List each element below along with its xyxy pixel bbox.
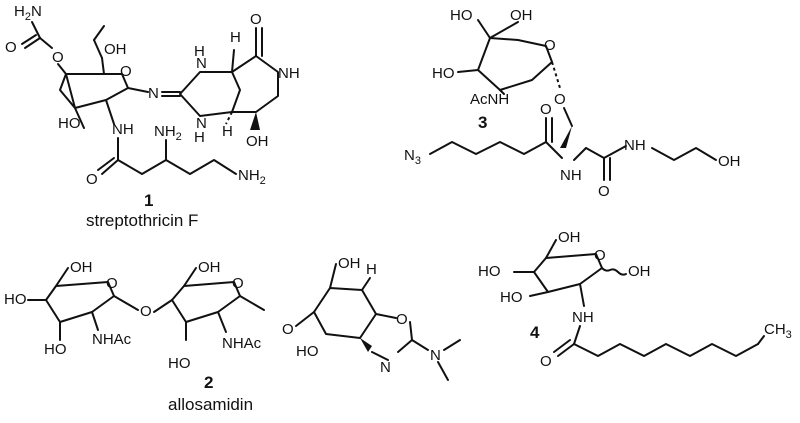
atom-label: OH — [198, 259, 221, 276]
atom-label: O — [232, 275, 244, 292]
atom-label: OH — [246, 133, 269, 150]
atom-label: HO — [432, 65, 455, 82]
atom-label: HO — [296, 343, 319, 360]
atom-label: NH2 — [238, 167, 266, 187]
atom-label: HO — [44, 341, 67, 358]
atom-label: O — [52, 49, 64, 66]
atom-label: HO — [450, 7, 473, 24]
atom-label: O — [540, 353, 552, 370]
compound-number: 1 — [144, 191, 153, 210]
atom-label: O — [120, 63, 132, 80]
atom-label: HO — [478, 263, 501, 280]
atom-label: H — [222, 123, 233, 140]
atom-label: O — [5, 39, 17, 56]
atom-label: OH — [558, 229, 581, 246]
atom-label: AcNH — [470, 91, 509, 108]
atom-label: OH — [510, 7, 533, 24]
atom-label: OH — [338, 255, 361, 272]
atom-label: H — [194, 129, 205, 146]
atom-label: O — [140, 303, 152, 320]
atom-label: NH — [624, 137, 646, 154]
atom-label: O — [544, 37, 556, 54]
atom-label: N — [196, 55, 207, 72]
compound-number: 2 — [204, 373, 213, 392]
atom-label: NH — [112, 121, 134, 138]
atom-label: OH — [104, 41, 127, 58]
atom-label: NH2 — [154, 123, 182, 143]
atom-label: CH3 — [764, 321, 792, 341]
atom-label: N — [196, 115, 207, 132]
atom-label: OH — [70, 259, 93, 276]
compound-number: 4 — [530, 323, 540, 342]
atom-label: NH — [572, 309, 594, 326]
atom-label: OH — [628, 263, 651, 280]
atom-label: HO — [168, 355, 191, 372]
atom-label: O — [396, 311, 408, 328]
atom-label: NHAc — [222, 335, 262, 352]
atom-label: HO — [500, 289, 523, 306]
atom-label: O — [598, 183, 610, 200]
atom-label: O — [554, 91, 566, 108]
atom-label: H2N — [14, 3, 42, 23]
atom-label: HO — [4, 291, 27, 308]
atom-label: O — [250, 11, 262, 28]
atom-label: N3 — [404, 147, 421, 167]
atom-label: O — [594, 247, 606, 264]
atom-label: N — [148, 85, 159, 102]
compound-2-structure: OH O HO HO NHAc O OH O HO NHAc O OH HO H… — [4, 255, 461, 414]
atom-label: O — [282, 321, 294, 338]
atom-label: O — [86, 171, 98, 188]
compound-name: allosamidin — [168, 395, 253, 414]
atom-label: OH — [718, 153, 741, 170]
compound-3-structure: HO OH O HO AcNH O 3 N3 O NH O NH OH — [404, 7, 741, 200]
atom-label: H — [366, 261, 377, 278]
atom-label: H — [194, 43, 205, 60]
atom-label: N — [380, 359, 391, 376]
atom-label: N — [430, 347, 441, 364]
atom-label: NHAc — [92, 331, 132, 348]
atom-label: NH — [278, 65, 300, 82]
compound-name: streptothricin F — [86, 211, 198, 230]
compound-4-structure: OH O HO HO OH NH 4 O CH3 — [478, 229, 792, 370]
atom-label: NH — [560, 167, 582, 184]
atom-label: H — [230, 29, 241, 46]
compound-number: 3 — [478, 113, 487, 132]
compound-1-structure: H2N O O O OH HO NH N H N N H H O NH — [5, 3, 300, 230]
atom-label: HO — [58, 115, 81, 132]
atom-label: O — [540, 101, 552, 118]
atom-label: O — [106, 275, 118, 292]
